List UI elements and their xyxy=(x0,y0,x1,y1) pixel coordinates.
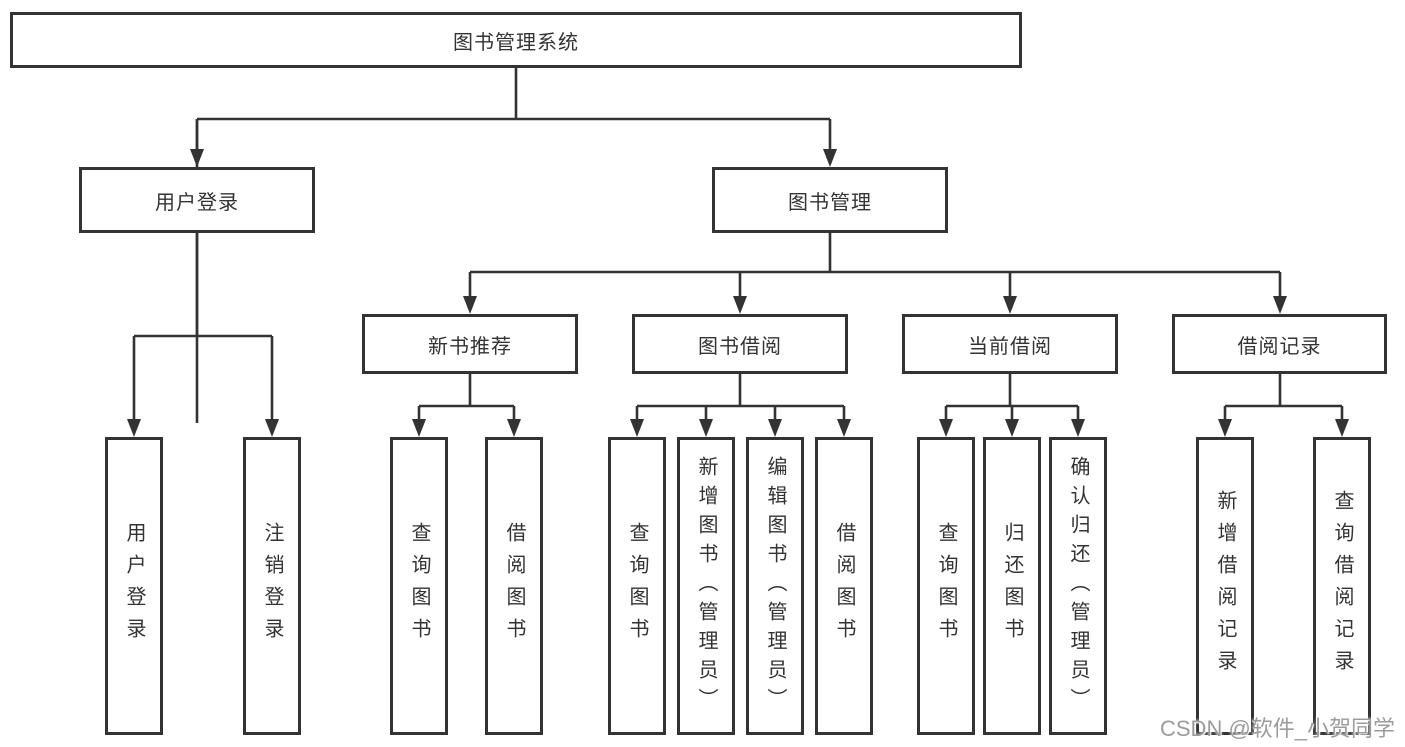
node-label: 当前借阅 xyxy=(968,335,1052,358)
arrowhead xyxy=(699,419,713,437)
node-leaf-query-books-2: 查询图书 xyxy=(608,437,666,735)
arrowhead xyxy=(265,419,279,437)
node-label: 查询图书 xyxy=(626,522,648,650)
node-label: 图书管理系统 xyxy=(453,31,579,54)
connector-new-book-children xyxy=(417,374,516,420)
node-label: 借阅图书 xyxy=(503,522,525,650)
arrowhead xyxy=(837,419,851,437)
connector-user-login-children xyxy=(132,233,274,420)
node-label: 注销登录 xyxy=(261,522,283,650)
arrowhead xyxy=(507,419,521,437)
node-leaf-query-books-1: 查询图书 xyxy=(390,437,448,735)
arrowhead xyxy=(630,419,644,437)
arrowhead xyxy=(823,149,837,167)
arrowhead xyxy=(1218,419,1232,437)
node-current-borrowing: 当前借阅 xyxy=(902,314,1118,374)
node-label: 确认归还（管理员） xyxy=(1067,455,1089,717)
node-label: 编辑图书（管理员） xyxy=(764,455,786,717)
node-label: 查询图书 xyxy=(935,522,957,650)
arrowhead xyxy=(939,419,953,437)
node-leaf-query-books-3: 查询图书 xyxy=(917,437,975,735)
arrowhead xyxy=(1335,419,1349,437)
node-label: 新书推荐 xyxy=(428,335,512,358)
node-borrowing-records: 借阅记录 xyxy=(1172,314,1387,374)
node-user-login-branch: 用户登录 xyxy=(79,167,315,233)
connector-borrow-record-children xyxy=(1223,374,1344,420)
connector-root-to-level2 xyxy=(195,68,832,423)
node-label: 查询借阅记录 xyxy=(1331,490,1353,682)
node-label: 借阅图书 xyxy=(833,522,855,650)
node-leaf-query-borrow-record: 查询借阅记录 xyxy=(1313,437,1371,735)
connector-book-borrow-children xyxy=(635,374,846,420)
node-label: 借阅记录 xyxy=(1237,335,1322,358)
node-label: 新增图书（管理员） xyxy=(695,455,717,717)
node-leaf-return-books: 归还图书 xyxy=(983,437,1041,735)
node-label: 归还图书 xyxy=(1001,522,1023,650)
arrowhead xyxy=(1071,419,1085,437)
node-label: 用户登录 xyxy=(155,191,239,214)
arrowhead xyxy=(463,296,477,314)
node-label: 图书管理 xyxy=(788,191,872,214)
arrowhead xyxy=(190,149,204,167)
node-leaf-add-borrow-record: 新增借阅记录 xyxy=(1196,437,1254,735)
node-leaf-confirm-return-admin: 确认归还（管理员） xyxy=(1049,437,1107,735)
node-book-borrowing: 图书借阅 xyxy=(632,314,848,374)
arrowhead xyxy=(1273,296,1287,314)
arrowhead xyxy=(1005,419,1019,437)
node-library-management-system: 图书管理系统 xyxy=(10,12,1022,68)
node-label: 新增借阅记录 xyxy=(1214,490,1236,682)
arrowhead xyxy=(127,419,141,437)
node-leaf-logout: 注销登录 xyxy=(243,437,301,735)
node-leaf-borrow-books-1: 借阅图书 xyxy=(485,437,543,735)
node-leaf-user-login: 用户登录 xyxy=(105,437,163,735)
arrowhead xyxy=(768,419,782,437)
connector-book-management-children xyxy=(468,233,1282,297)
watermark-text: CSDN @软件_小贺同学 xyxy=(1160,716,1396,741)
connector-current-borrow-children xyxy=(944,374,1080,420)
arrowhead xyxy=(412,419,426,437)
node-label: 用户登录 xyxy=(123,522,145,650)
node-book-management: 图书管理 xyxy=(712,167,948,233)
node-leaf-add-books-admin: 新增图书（管理员） xyxy=(677,437,735,735)
node-leaf-edit-books-admin: 编辑图书（管理员） xyxy=(746,437,804,735)
node-leaf-borrow-books-2: 借阅图书 xyxy=(815,437,873,735)
arrowhead xyxy=(1003,296,1017,314)
node-label: 图书借阅 xyxy=(698,335,782,358)
arrowhead xyxy=(733,296,747,314)
node-label: 查询图书 xyxy=(408,522,430,650)
node-new-book-recommendation: 新书推荐 xyxy=(362,314,578,374)
